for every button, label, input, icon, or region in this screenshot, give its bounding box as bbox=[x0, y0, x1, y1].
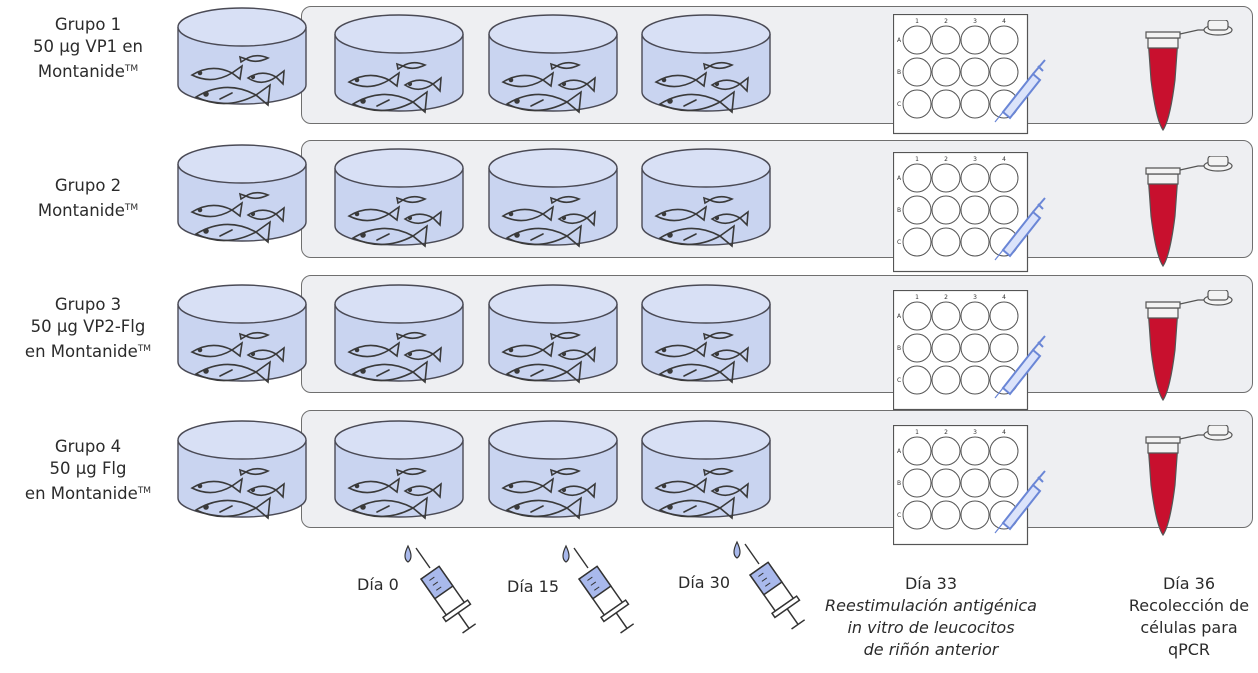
well-plate-icon: 1 2 3 4A B C bbox=[893, 425, 1046, 546]
fish-tank-icon bbox=[177, 284, 307, 383]
day-15-label: Día 15 bbox=[507, 577, 560, 596]
plate-column-label: 4 bbox=[1002, 429, 1006, 436]
day-0-label: Día 0 bbox=[357, 575, 399, 594]
plate-column-label: 2 bbox=[944, 156, 948, 163]
plate-row-label: C bbox=[897, 377, 901, 384]
plate-row-label: C bbox=[897, 512, 901, 519]
plate-column-label: 4 bbox=[1002, 294, 1006, 301]
well-plate-icon: 1 2 3 4A B C bbox=[893, 152, 1046, 273]
plate-column-label: 1 bbox=[915, 294, 919, 301]
plate-row-label: B bbox=[897, 69, 901, 76]
fish-tank-icon bbox=[334, 284, 464, 383]
plate-column-label: 1 bbox=[915, 18, 919, 25]
plate-column-label: 2 bbox=[944, 18, 948, 25]
fish-tank-icon bbox=[488, 14, 618, 113]
day-36-caption: Día 36 Recolección de células para qPCR bbox=[1128, 574, 1250, 659]
well-plate-icon: 1 2 3 4A B C bbox=[893, 14, 1046, 135]
plate-row-label: C bbox=[897, 101, 901, 108]
syringe-icon bbox=[404, 545, 483, 638]
plate-row-label: A bbox=[897, 313, 902, 320]
plate-row-label: A bbox=[897, 175, 902, 182]
plate-column-label: 3 bbox=[973, 156, 977, 163]
fish-tank-icon bbox=[334, 420, 464, 519]
fish-tank-icon bbox=[177, 7, 307, 106]
blood-tube-icon bbox=[1145, 20, 1233, 131]
fish-tank-icon bbox=[488, 284, 618, 383]
fish-tank-icon bbox=[334, 148, 464, 247]
blood-tube-icon bbox=[1145, 290, 1233, 401]
fish-tank-icon bbox=[641, 14, 771, 113]
fish-tank-icon bbox=[334, 14, 464, 113]
plate-row-label: B bbox=[897, 480, 901, 487]
fish-tank-icon bbox=[488, 148, 618, 247]
plate-row-label: B bbox=[897, 207, 901, 214]
plate-column-label: 3 bbox=[973, 18, 977, 25]
day-30-label: Día 30 bbox=[678, 573, 731, 592]
fish-tank-icon bbox=[488, 420, 618, 519]
plate-row-label: C bbox=[897, 239, 901, 246]
plate-column-label: 2 bbox=[944, 294, 948, 301]
plate-column-label: 3 bbox=[973, 294, 977, 301]
plate-column-label: 2 bbox=[944, 429, 948, 436]
syringe-icon bbox=[562, 545, 641, 638]
fish-tank-icon bbox=[641, 420, 771, 519]
group-2-label: Grupo 2 MontanideTM bbox=[37, 176, 139, 220]
plate-row-label: A bbox=[897, 448, 902, 455]
fish-tank-icon bbox=[177, 144, 307, 243]
syringe-icon bbox=[733, 541, 812, 634]
blood-tube-icon bbox=[1145, 156, 1233, 267]
plate-row-label: A bbox=[897, 37, 902, 44]
plate-column-label: 1 bbox=[915, 156, 919, 163]
well-plate-icon: 1 2 3 4A B C bbox=[893, 290, 1046, 411]
fish-tank-icon bbox=[641, 148, 771, 247]
fish-tank-icon bbox=[641, 284, 771, 383]
plate-column-label: 3 bbox=[973, 429, 977, 436]
blood-tube-icon bbox=[1145, 425, 1233, 536]
plate-column-label: 4 bbox=[1002, 156, 1006, 163]
fish-tank-icon bbox=[177, 420, 307, 519]
day-33-caption: Día 33 Reestimulación antigénica in vitr… bbox=[825, 574, 1037, 659]
plate-row-label: B bbox=[897, 345, 901, 352]
plate-column-label: 1 bbox=[915, 429, 919, 436]
plate-column-label: 4 bbox=[1002, 18, 1006, 25]
